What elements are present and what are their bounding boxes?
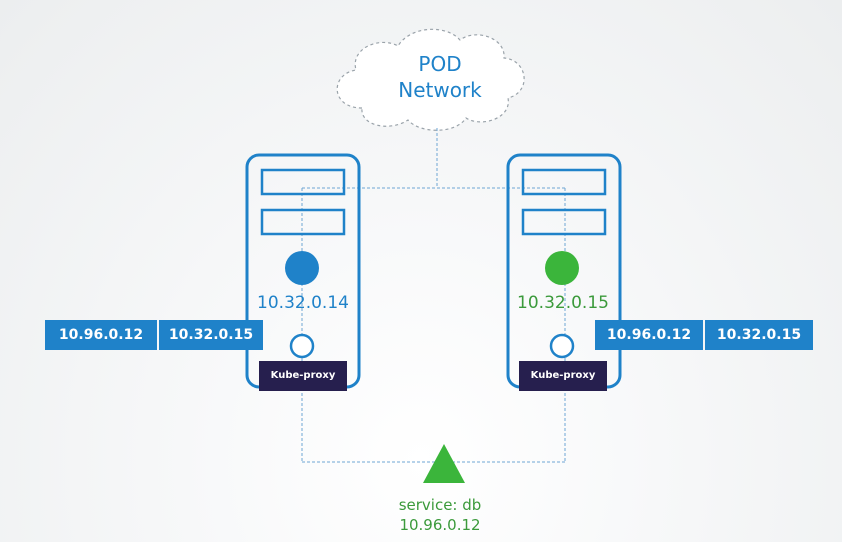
pod-network-label-line1: POD	[418, 52, 462, 76]
pod-left-ip: 10.32.0.14	[257, 293, 349, 313]
left-route-service-ip: 10.96.0.12	[45, 320, 157, 350]
pod-network-label-line2: Network	[398, 78, 482, 102]
right-route-service-ip: 10.96.0.12	[595, 320, 703, 350]
server-left-slot-1	[260, 168, 346, 196]
pod-network-cloud	[336, 28, 525, 131]
pod-left-circle	[285, 251, 319, 285]
server-right-slot-1	[521, 168, 607, 196]
server-left-slot-2	[260, 208, 346, 236]
server-node-right	[506, 153, 622, 389]
left-route-pod-ip: 10.32.0.15	[159, 320, 263, 350]
server-left-port	[289, 333, 315, 359]
service-name: service: db	[398, 496, 482, 514]
right-route-pod-ip: 10.32.0.15	[705, 320, 813, 350]
kube-proxy-right: Kube-proxy	[519, 361, 607, 391]
server-node-left	[245, 153, 361, 389]
service-triangle	[423, 444, 465, 483]
server-right-slot-2	[521, 208, 607, 236]
pod-right-ip: 10.32.0.15	[517, 293, 609, 313]
server-right-port	[549, 333, 575, 359]
pod-right-circle	[545, 251, 579, 285]
kube-proxy-left: Kube-proxy	[259, 361, 347, 391]
service-ip: 10.96.0.12	[399, 516, 481, 534]
